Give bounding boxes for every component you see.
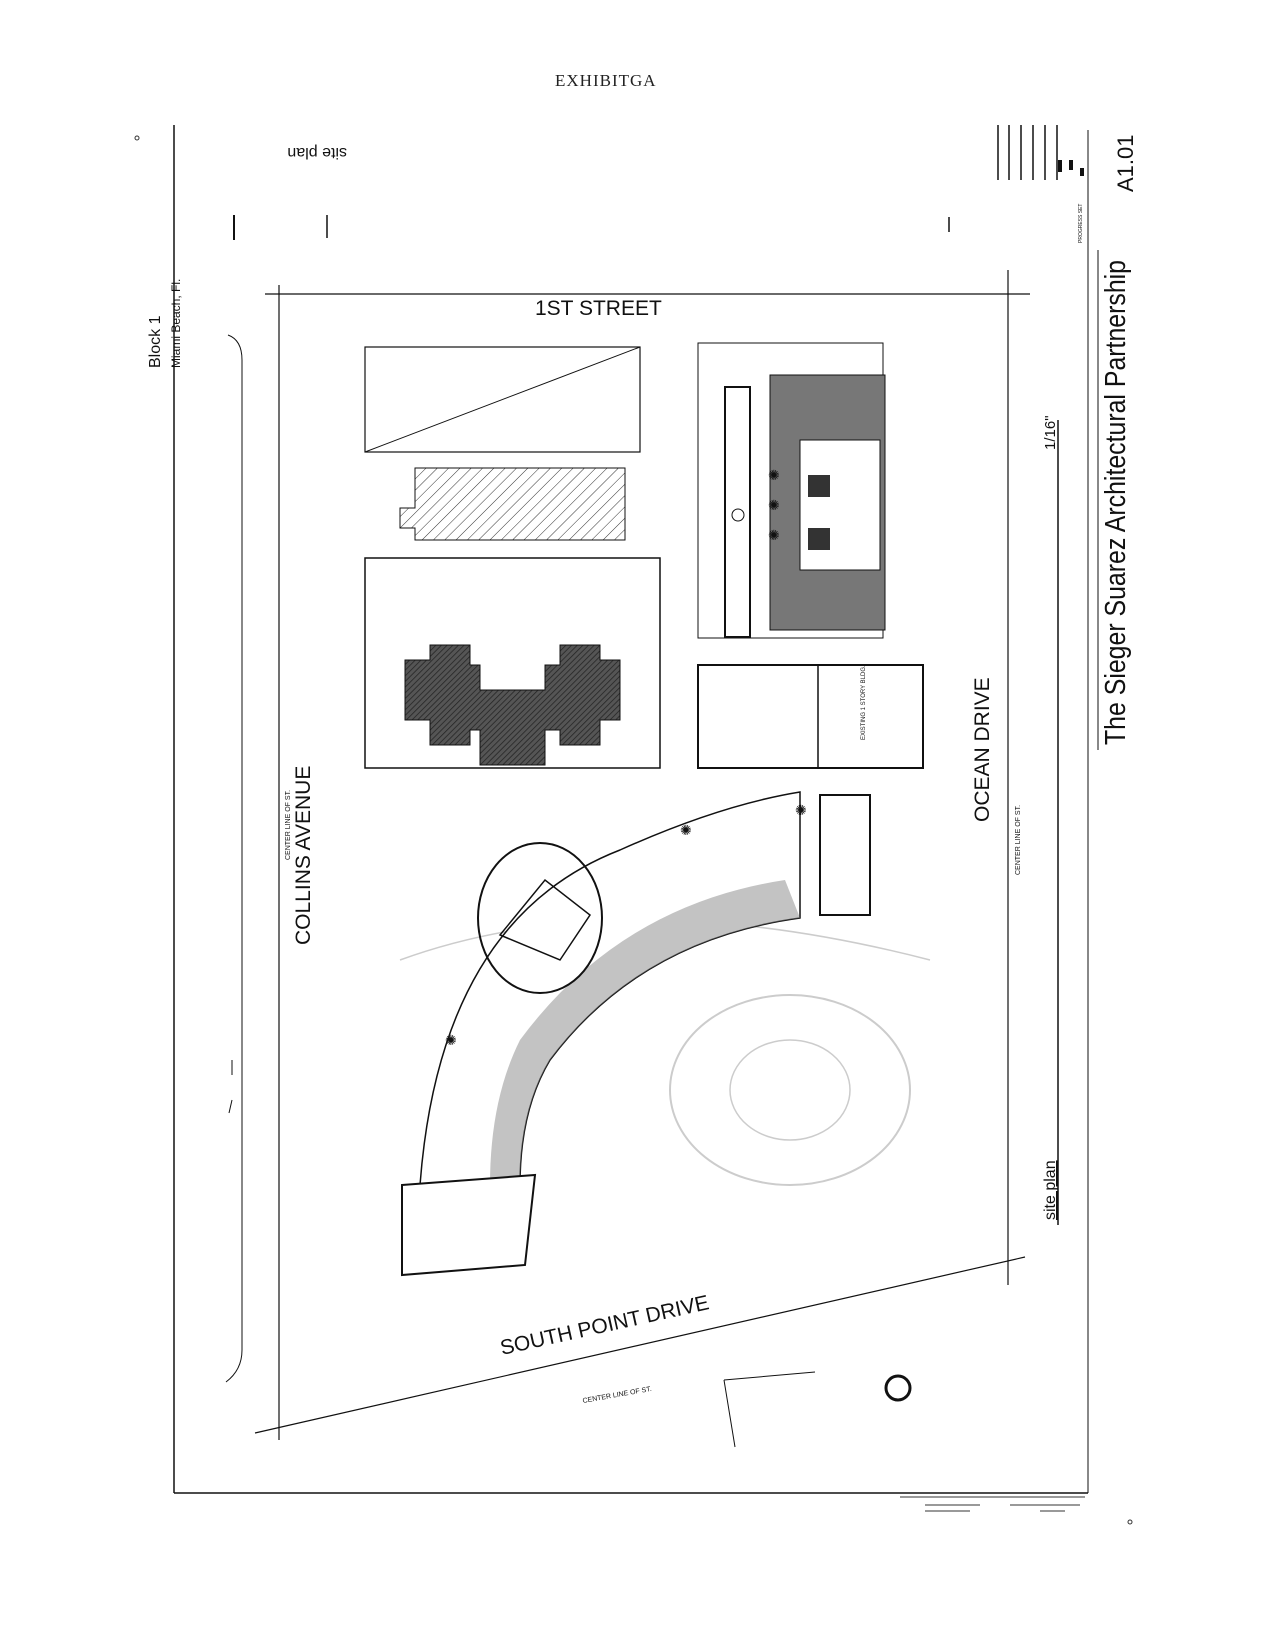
lot-parcel [364,557,661,769]
revision-bars [997,125,1084,180]
project-location: Miami Beach, Fl. [169,279,183,368]
manhole-symbol [884,1374,912,1402]
scan-speck [1127,1519,1133,1525]
palm-icon: ✺ [768,467,780,483]
palm-icon: ✺ [768,527,780,543]
hatched-building [399,467,626,541]
offsite-lines [723,1371,816,1448]
curb-line-west [225,334,243,1383]
landscape-circle-inner [729,1039,851,1141]
street-label-west: COLLINS AVENUE [292,766,315,945]
pool [724,386,751,638]
palm-icon: ✺ [445,1032,457,1048]
palm-icon: ✺ [680,822,692,838]
palm-icon: ✺ [795,802,807,818]
existing-building-lot [697,664,924,769]
south-wing [401,1173,537,1277]
centerline-label-east: CENTER LINE OF ST. [1015,805,1022,875]
street-label-south: SOUTH POINT DRIVE [498,1291,711,1360]
park-diagonal [364,346,641,453]
firm-name: The Sieger Suarez Architectural Partners… [1100,260,1132,745]
east-wing [819,794,871,916]
street-label-north: 1ST STREET [535,297,662,320]
planter [808,475,830,497]
property-line-south [254,1256,1026,1434]
palm-icon: ✺ [768,497,780,513]
scan-speck [134,135,140,141]
exhibit-label: EXHIBITGA [555,71,657,90]
unit-layout [490,880,800,1185]
tick-mark [228,1099,233,1114]
upside-down-title: site plan [287,144,347,161]
drawing-title: site plan [1042,1160,1059,1220]
terrace-courtyard [799,439,881,571]
fountain-icon [731,508,745,522]
project-block: Block 1 [147,315,164,368]
planter [808,528,830,550]
progress-label: PROGRESS SET [1078,204,1084,243]
existing-building [817,664,924,769]
round-tower [477,842,603,994]
street-label-east: OCEAN DRIVE [971,677,994,822]
centerline-label-south: CENTER LINE OF ST. [582,1386,652,1405]
footer-fine-print [900,1496,1085,1512]
existing-building-label: EXISTING 1 STORY BLDG. [861,665,867,740]
round-tower-core [498,878,592,961]
sheet-number: A1.01 [1113,135,1138,193]
dark-building-footprint [404,644,621,766]
landscape-circle [669,994,911,1186]
park-parcel [364,346,641,453]
drawing-scale: 1/16" [1042,415,1059,450]
centerline-label-west: CENTER LINE OF ST. [285,790,292,860]
